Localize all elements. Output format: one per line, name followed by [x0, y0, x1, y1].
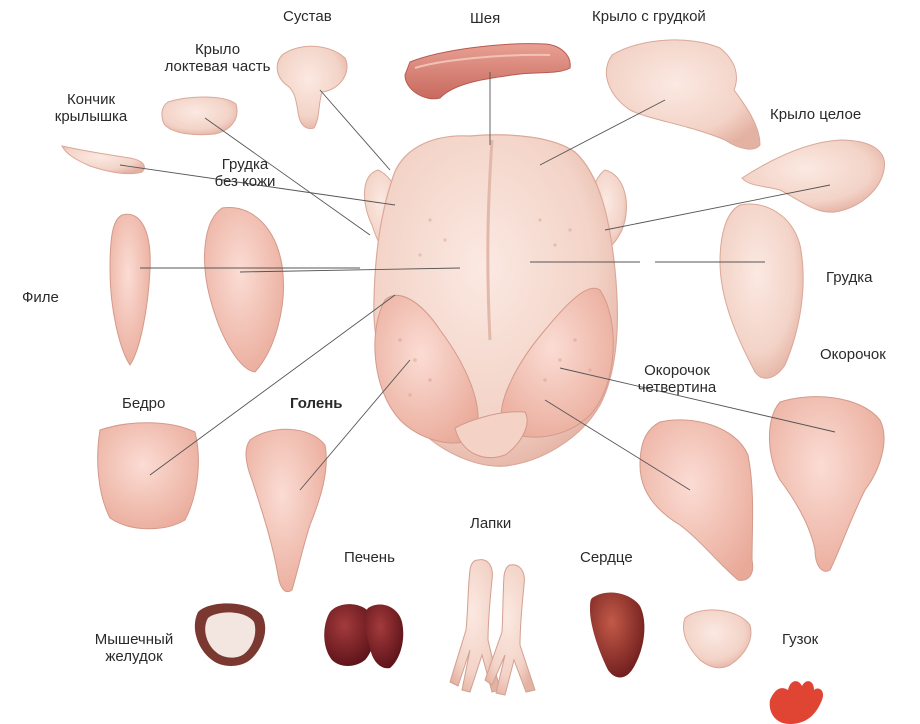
label-breast-skinless-line1: Грудка	[205, 156, 285, 173]
label-tail: Гузок	[782, 631, 818, 648]
label-gizzard: Мышечный желудок	[88, 631, 180, 665]
label-gizzard-line2: желудок	[88, 648, 180, 665]
label-liver: Печень	[344, 549, 395, 566]
paws-piece	[450, 560, 535, 695]
label-heart: Сердце	[580, 549, 633, 566]
leg-piece	[769, 397, 884, 572]
leg-quarter-piece	[640, 420, 753, 580]
wing-elbow-piece	[162, 97, 237, 135]
wing-tip-piece	[62, 146, 144, 174]
label-wing-with-breast: Крыло с грудкой	[592, 8, 706, 25]
liver-piece	[324, 604, 403, 668]
label-fillet: Филе	[22, 289, 59, 306]
label-gizzard-line1: Мышечный	[88, 631, 180, 648]
whole-wing-piece	[742, 140, 885, 212]
gizzard-piece	[195, 603, 265, 666]
label-whole-wing: Крыло целое	[770, 106, 861, 123]
label-wing-elbow-line2: локтевая часть	[160, 58, 275, 75]
label-breast-skinless-line2: без кожи	[205, 173, 285, 190]
label-wing-tip-line1: Кончик	[50, 91, 132, 108]
label-wing-tip: Кончик крылышка	[50, 91, 132, 125]
label-wing-elbow-line1: Крыло	[160, 41, 275, 58]
label-breast-skinless: Грудка без кожи	[205, 156, 285, 190]
tail-piece	[683, 610, 750, 668]
label-leg-quarter-line2: четвертина	[612, 379, 742, 396]
drumstick-piece	[246, 429, 326, 591]
label-leg: Окорочок	[820, 346, 886, 363]
fillet-pieces	[110, 208, 283, 372]
label-neck: Шея	[470, 10, 500, 27]
label-breast: Грудка	[826, 269, 872, 286]
rooster-head-decoration	[770, 681, 823, 724]
wing-with-breast-piece	[606, 40, 760, 149]
label-paws: Лапки	[470, 515, 511, 532]
label-wing-elbow: Крыло локтевая часть	[160, 41, 275, 75]
heart-piece	[590, 592, 644, 677]
thigh-piece	[98, 423, 199, 529]
label-joint: Сустав	[283, 8, 332, 25]
label-drumstick: Голень	[290, 395, 343, 412]
label-leg-quarter-line1: Окорочок	[612, 362, 742, 379]
whole-chicken	[364, 135, 626, 466]
breast-piece	[720, 204, 803, 378]
neck-piece	[405, 44, 570, 99]
label-wing-tip-line2: крылышка	[50, 108, 132, 125]
joint-piece	[277, 46, 347, 128]
label-thigh: Бедро	[122, 395, 165, 412]
label-leg-quarter: Окорочок четвертина	[612, 362, 742, 396]
